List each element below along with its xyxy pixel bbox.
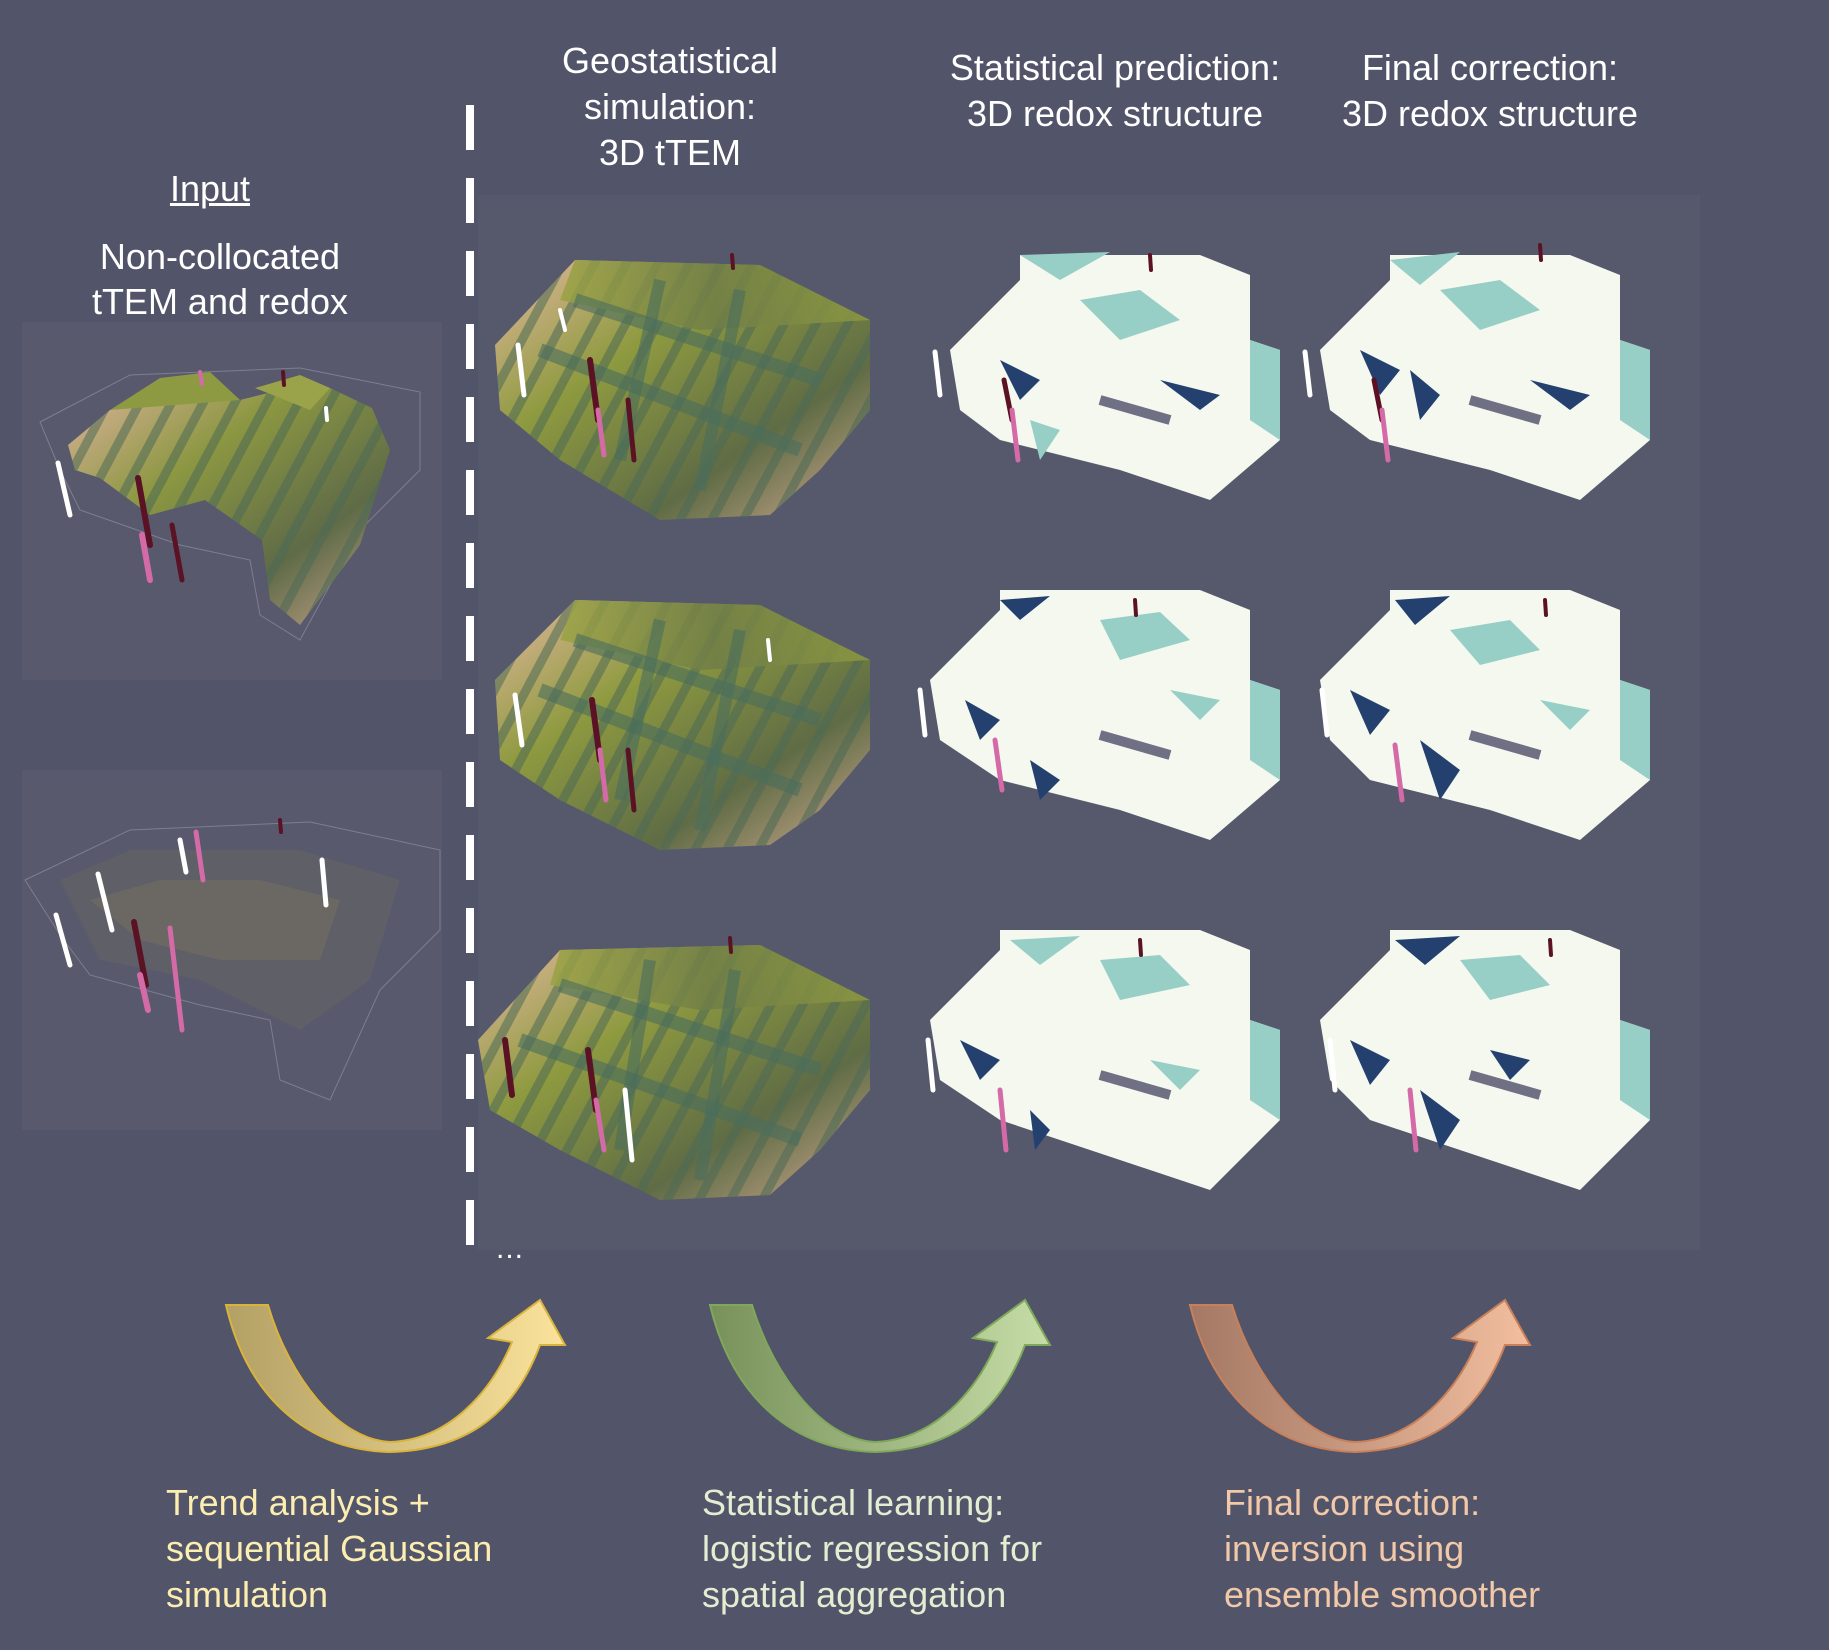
input-title: Input (169, 168, 251, 209)
redox-prediction-1 (950, 252, 1280, 500)
borehole-icon (53, 818, 329, 1033)
header-final-correction: Final correction: 3D redox structure (1341, 47, 1639, 134)
header-geostatistical-simulation: Geostatistical simulation: 3D tTEM (561, 40, 779, 173)
caption-final-correction: Final correction: inversion using ensemb… (1224, 1482, 1541, 1615)
borehole-icon (502, 253, 772, 1163)
input-panel-bottom (22, 770, 442, 1130)
redox-final-2 (1320, 590, 1650, 840)
borehole-icon (917, 243, 1553, 1153)
borehole-icon (55, 370, 329, 583)
redox-prediction-3 (930, 930, 1280, 1190)
ttem-simulation-1 (495, 260, 870, 520)
redox-final-1 (1320, 252, 1650, 500)
redox-prediction-2 (930, 590, 1280, 840)
caption-statistical-learning: Statistical learning: logistic regressio… (702, 1482, 1043, 1615)
header-statistical-prediction: Statistical prediction: 3D redox structu… (949, 47, 1281, 134)
curved-arrow-icon (1188, 1298, 1532, 1454)
ttem-simulation-3 (478, 945, 870, 1200)
ttem-simulation-2 (495, 600, 870, 850)
redox-final-3 (1320, 930, 1650, 1190)
caption-trend-analysis: Trend analysis + sequential Gaussian sim… (166, 1482, 493, 1615)
curved-arrow-icon (708, 1298, 1052, 1454)
input-ttem-model (39, 367, 421, 641)
curved-arrow-icon (224, 1298, 567, 1454)
input-borehole-model (24, 821, 441, 1101)
